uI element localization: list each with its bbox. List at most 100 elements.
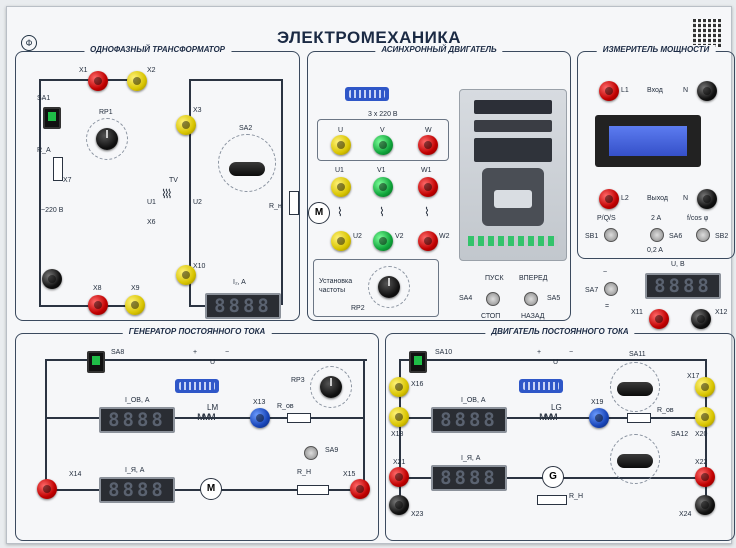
u1-jack[interactable] [331,177,351,197]
panel-async-motor: АСИНХРОННЫЙ ДВИГАТЕЛЬ [307,45,571,321]
v1-label: V1 [377,167,386,174]
x24-jack[interactable] [695,495,715,515]
forward-label: ВПЕРЕД [519,275,548,282]
frequency-box [313,259,439,317]
rp2-scale [368,266,410,308]
sa9-button[interactable] [304,446,318,460]
x1-jack[interactable] [88,71,108,91]
x20-jack[interactable] [695,407,715,427]
sa6-toggle[interactable] [650,228,664,242]
sa10-switch[interactable] [409,351,427,373]
x9-jack[interactable] [125,295,145,315]
x7-label: X7 [63,177,72,184]
x11-jack[interactable] [649,309,669,329]
rp1-knob[interactable] [96,128,118,150]
generator-db-connector[interactable] [175,379,219,393]
x18-label: X18 [391,431,404,438]
rp3-scale [310,366,352,408]
n1-jack[interactable] [697,81,717,101]
u1-label: U1 [335,167,344,174]
x17-jack[interactable] [695,377,715,397]
l2-jack[interactable] [599,189,619,209]
supply-v-jack[interactable] [373,135,393,155]
x10-jack[interactable] [176,265,196,285]
minus-label: − [569,349,574,356]
ac-symbol-icon: ~ [603,269,608,276]
wire [45,359,367,361]
l1-jack[interactable] [599,81,619,101]
n2-jack[interactable] [697,189,717,209]
sb2-button[interactable] [696,228,710,242]
supply-label: 3 x 220 В [365,111,401,118]
x15-jack[interactable] [350,479,370,499]
supply-u-jack[interactable] [331,135,351,155]
frequency-inverter[interactable] [459,89,567,261]
w1-jack[interactable] [418,177,438,197]
rn-resistor [289,191,299,215]
x18-jack[interactable] [389,407,409,427]
sa8-label: SA8 [111,349,125,356]
x11-label: X11 [631,309,643,316]
back-label: НАЗАД [521,313,545,320]
w2-jack[interactable] [418,231,438,251]
lm-label: LM [207,403,219,412]
rp2-knob[interactable] [378,276,400,298]
v2-jack[interactable] [373,231,393,251]
iob-label: I_ОВ, A [461,397,486,404]
panel-title: ОДНОФАЗНЫЙ ТРАНСФОРМАТОР [83,45,232,54]
ia-label: I_Я, A [125,467,145,474]
sa12-selector[interactable] [617,454,653,468]
neutral-jack[interactable] [42,269,62,289]
x12-jack[interactable] [691,309,711,329]
sa7-toggle[interactable] [604,282,618,296]
x23-jack[interactable] [389,495,409,515]
wire [39,305,135,307]
wire [705,359,707,505]
sb1-button[interactable] [604,228,618,242]
motor-db-connector[interactable] [345,87,389,101]
x13-jack[interactable] [250,408,270,428]
ia-display: 8888 [431,465,507,491]
sa1-label: SA1 [37,95,51,102]
x3-jack[interactable] [176,115,196,135]
sa11-selector[interactable] [617,382,653,396]
sa4-toggle[interactable] [486,292,500,306]
tv-primary-coil-icon: ⌇⌇⌇ [161,187,172,201]
dc-motor-db-connector[interactable] [519,379,563,393]
tv-label: TV [169,177,178,184]
u-label: U [210,359,216,366]
vfd-run-button[interactable] [494,190,532,208]
lg-label: LG [551,403,562,412]
x2-label: X2 [147,67,156,74]
x6-label: X6 [147,219,156,226]
v1-jack[interactable] [373,177,393,197]
x8-jack[interactable] [88,295,108,315]
wire [189,79,281,81]
sa2-selector[interactable] [229,162,265,176]
x2-jack[interactable] [127,71,147,91]
supply-box [317,119,449,161]
x16-jack[interactable] [389,377,409,397]
rn-resistor [537,495,567,505]
wire [399,359,705,361]
panel-title: ИЗМЕРИТЕЛЬ МОЩНОСТИ [596,45,716,54]
sa1-switch[interactable] [43,107,61,129]
sa11-label: SA11 [629,351,646,358]
rp3-knob[interactable] [320,376,342,398]
supply-w-jack[interactable] [418,135,438,155]
sb2-label: SB2 [715,233,729,240]
x21-jack[interactable] [389,467,409,487]
u-label: U [338,127,344,134]
x23-label: X23 [411,511,424,518]
x22-jack[interactable] [695,467,715,487]
v2-label: V2 [395,233,404,240]
i2-label: I₂, A [233,279,246,286]
x19-jack[interactable] [589,408,609,428]
n1-label: N [683,87,689,94]
output-label: Выход [647,195,668,202]
sa5-toggle[interactable] [524,292,538,306]
sa8-switch[interactable] [87,351,105,373]
u2-jack[interactable] [331,231,351,251]
x14-jack[interactable] [37,479,57,499]
rp2-label: RP2 [351,305,365,312]
